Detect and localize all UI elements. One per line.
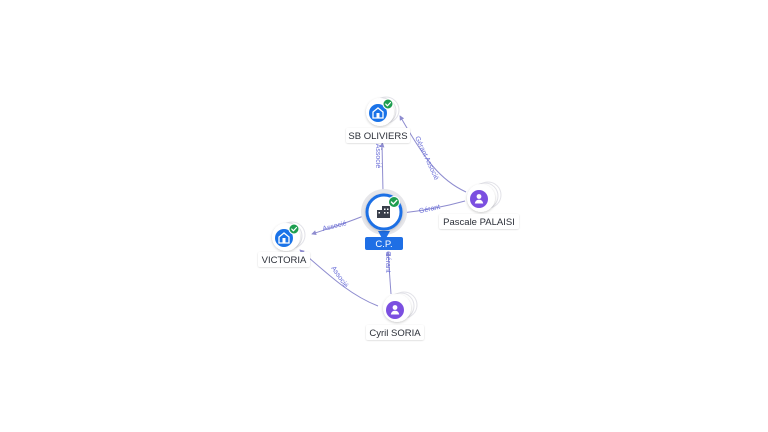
- edge-label-gerant: Gérant: [384, 251, 391, 272]
- edge-label-associe: Associé: [322, 220, 348, 233]
- node-label-cyril-soria: Cyril SORIA: [369, 328, 421, 339]
- person-icon: [474, 194, 484, 204]
- edge-label-associe: Associé: [374, 144, 381, 169]
- verified-check-icon: [288, 223, 300, 235]
- person-icon: [390, 305, 400, 315]
- edge-pascale-sb-oliviers[interactable]: Gérant Associé: [399, 115, 467, 193]
- edge-pascale-center[interactable]: Gérant: [401, 200, 466, 215]
- node-victoria[interactable]: VICTORIA: [258, 221, 310, 267]
- person-icon-circle: [470, 190, 488, 208]
- building-icon: [278, 232, 290, 244]
- center-node-pin: [378, 231, 390, 242]
- center-label-badge: [365, 237, 403, 250]
- edge-label-gerant-associe: Gérant Associé: [413, 135, 439, 181]
- building-icon: [377, 206, 390, 218]
- verified-check-icon: [382, 98, 394, 110]
- node-label-sb-oliviers: SB OLIVIERS: [348, 131, 407, 142]
- edge-cyril-victoria[interactable]: Associé: [299, 249, 379, 307]
- edge-center-sb-oliviers[interactable]: Associé: [374, 142, 385, 193]
- edge-label-gerant: Gérant: [418, 204, 440, 215]
- person-icon-circle: [386, 301, 404, 319]
- node-center-cp[interactable]: C.P.: [361, 189, 407, 250]
- node-sb-oliviers[interactable]: SB OLIVIERS: [346, 96, 410, 143]
- edge-cyril-center[interactable]: Gérant: [384, 251, 392, 295]
- node-label-pascale-palaisi: Pascale PALAISI: [443, 217, 515, 228]
- node-pascale-palaisi[interactable]: Pascale PALAISI: [439, 181, 519, 229]
- edge-center-victoria[interactable]: Associé: [311, 213, 369, 236]
- verified-check-icon: [388, 196, 400, 208]
- center-node-label: C.P.: [375, 239, 392, 250]
- node-label-victoria: VICTORIA: [262, 255, 307, 266]
- building-icon: [372, 107, 384, 119]
- node-cyril-soria[interactable]: Cyril SORIA: [366, 291, 424, 340]
